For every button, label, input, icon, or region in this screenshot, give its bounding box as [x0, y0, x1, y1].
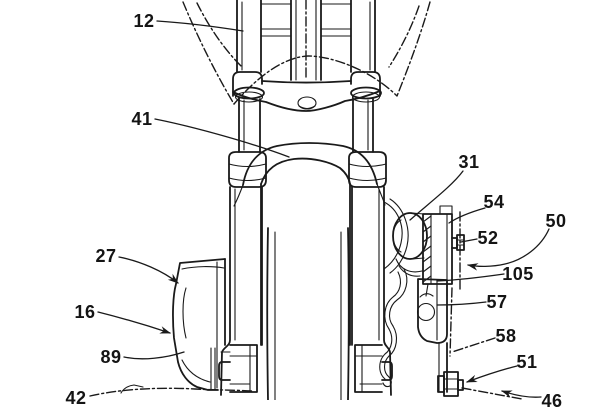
brake-assembly [121, 199, 464, 396]
axle-clamps [219, 345, 392, 392]
ref-label-41: 41 [131, 109, 153, 129]
front-tire [267, 228, 349, 400]
ref-label-54: 54 [483, 192, 505, 212]
ref-label-50: 50 [545, 211, 567, 231]
ref-label-27: 27 [95, 246, 117, 266]
left-hub-drum [173, 259, 225, 390]
lower-triple-clamp [233, 72, 381, 111]
ref-label-89: 89 [100, 347, 122, 367]
ref-label-46-clipped: 46 [541, 391, 563, 411]
leader-lines [90, 21, 549, 399]
ref-label-12: 12 [133, 11, 155, 31]
front-fender [234, 143, 385, 345]
ref-label-42-clipped: 42 [65, 388, 87, 408]
fork-upper-tubes [237, 0, 375, 80]
ref-label-51: 51 [516, 352, 538, 372]
ref-label-52: 52 [477, 228, 499, 248]
ref-label-31: 31 [458, 152, 480, 172]
ref-label-105: 105 [502, 264, 534, 284]
ref-label-58: 58 [495, 326, 517, 346]
cowl-phantom-outline [183, 0, 430, 104]
ref-label-57: 57 [486, 292, 508, 312]
line-art [0, 0, 600, 400]
ref-label-16: 16 [74, 302, 96, 322]
